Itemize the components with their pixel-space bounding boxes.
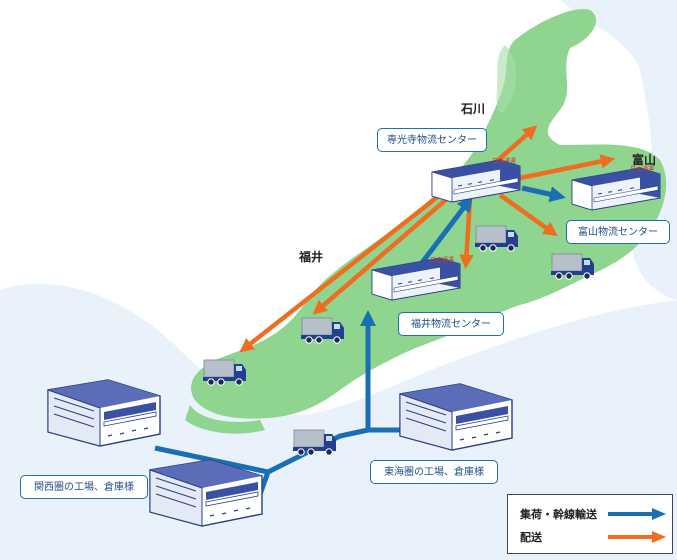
land-noto [496,45,517,114]
legend-label-collection: 集荷・幹線輸送 [520,508,597,521]
center-label-toyama: 富山物流センター [566,220,670,244]
source-label-kansai: 関西圏の工場、倉庫様 [20,475,148,499]
center-label-senkoji: 専光寺物流センター [377,128,487,152]
prefecture-toyama: 富山 [632,153,657,167]
trunk-line-senkoji-toyama [521,185,566,203]
prefecture-fukui: 福井 [299,250,324,264]
trunk-line-fukui-senkoji [416,195,473,270]
trunk-line-to-fukui [359,309,410,433]
prefecture-ishikawa: 石川 [461,102,486,116]
warehouse-sign-toyama: 日本通運 [630,165,654,173]
legend-label-delivery: 配送 [520,531,542,544]
delivery-arrow-fukui-1 [312,196,450,315]
legend-arrow-blue [608,508,666,520]
legend: 集荷・幹線輸送 配送 [507,494,673,554]
land-coast [185,405,265,434]
warehouse-sign-fukui: 日本通運 [430,256,454,264]
delivery-arrow-east [498,193,558,237]
delivery-routes [239,125,616,353]
warehouse-sign-senkoji: 日本通運 [492,157,516,165]
legend-arrow-orange [608,531,666,543]
delivery-arrow-toyama [519,154,616,181]
center-label-fukui: 福井物流センター [398,312,504,336]
source-label-tokai: 東海圏の工場、倉庫様 [370,460,498,484]
delivery-arrow-fukui-2 [239,193,442,353]
